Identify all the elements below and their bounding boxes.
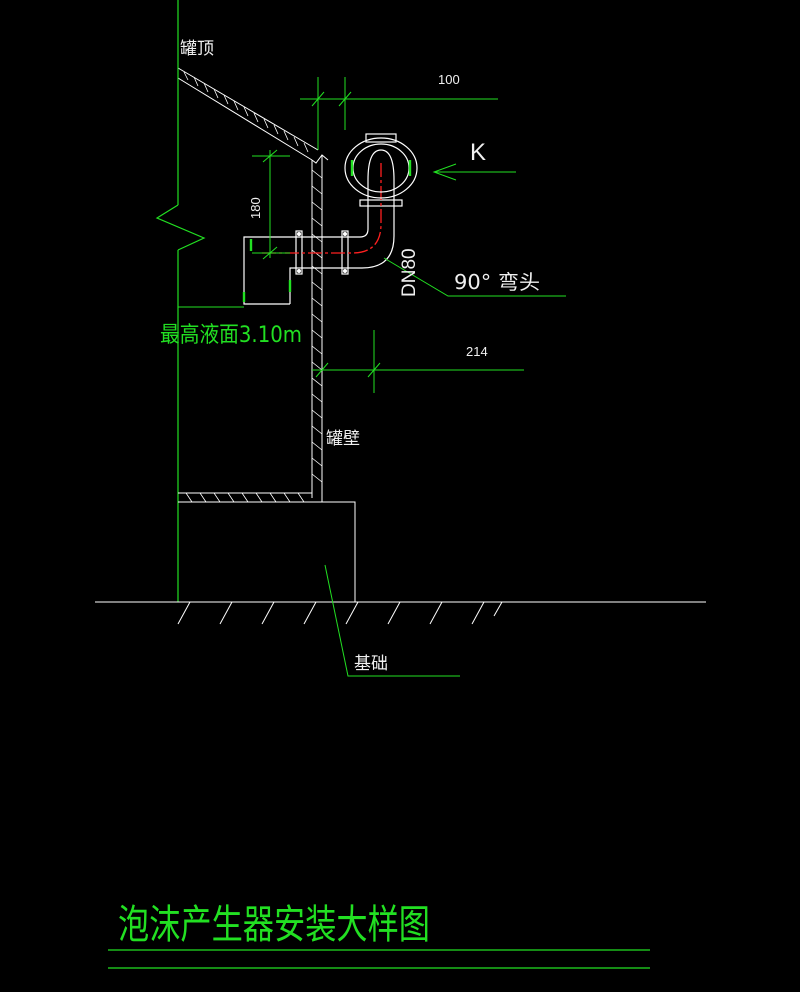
label-tank-top: 罐顶 [180, 39, 214, 59]
leader-lines [178, 163, 566, 677]
dimension-214 [312, 330, 524, 393]
tank-roof [177, 67, 329, 164]
foam-pipe [262, 160, 403, 275]
dim-text-100: 100 [438, 72, 460, 87]
label-foundation: 基础 [354, 654, 388, 674]
dim-text-214: 214 [466, 344, 488, 359]
dimension-180 [252, 149, 290, 260]
label-view-k: K [470, 139, 486, 166]
inlet-box [242, 236, 298, 305]
dimension-100 [300, 77, 498, 150]
label-pipe-size: DN80 [399, 248, 420, 297]
tank-centerline [155, 0, 206, 602]
drawing-title: 泡沫产生器安装大样图 [118, 902, 430, 948]
foundation-block [178, 501, 356, 602]
dim-text-180: 180 [248, 197, 263, 219]
label-max-level: 最高液面3.10m [160, 323, 302, 348]
foam-generator-head [344, 133, 418, 199]
label-elbow: 90° 弯头 [454, 270, 540, 294]
title-underline [108, 949, 650, 969]
ground-line [95, 601, 706, 625]
label-tank-wall: 罐壁 [326, 429, 360, 449]
